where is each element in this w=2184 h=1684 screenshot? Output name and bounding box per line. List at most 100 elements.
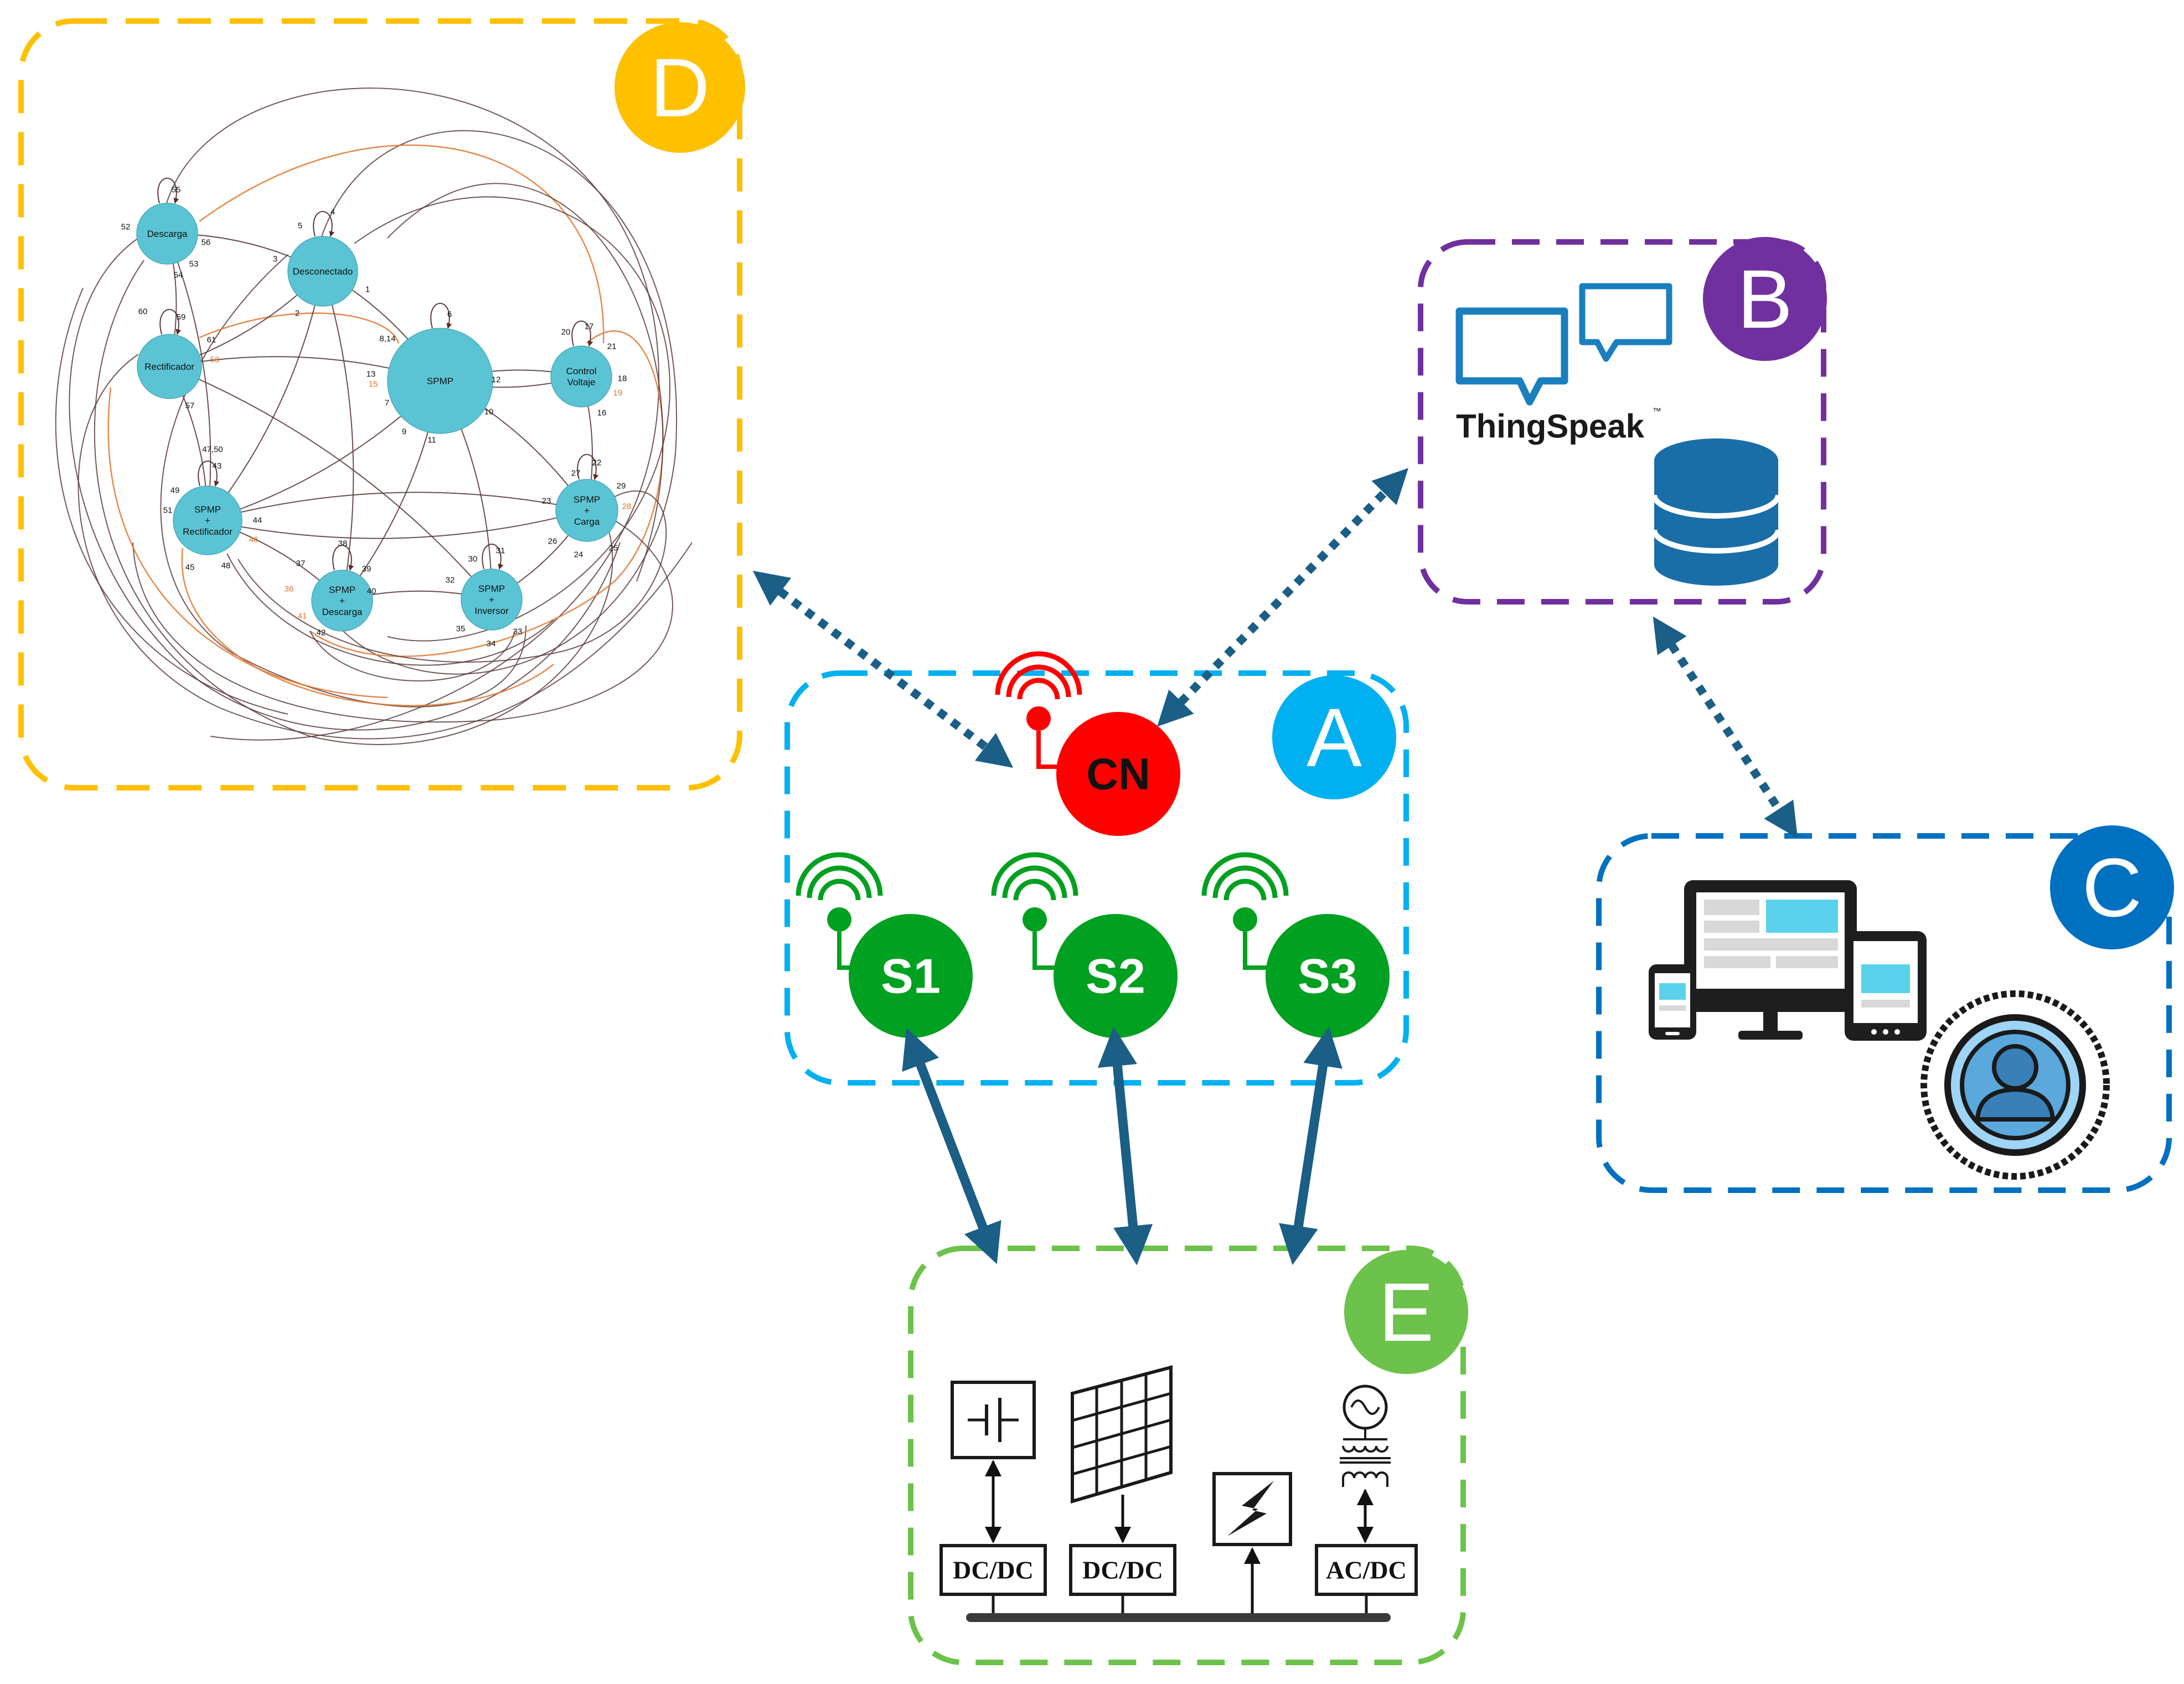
edge-number-label: 59 <box>177 313 186 322</box>
transformer-icon <box>1340 1428 1391 1487</box>
state-self-loop <box>430 303 452 329</box>
edge-number-label: 23 <box>542 497 551 506</box>
state-label: SPMP+Inversor <box>474 583 509 616</box>
edge-number-label: 30 <box>468 555 478 564</box>
edge-number-label: 11 <box>427 436 436 445</box>
panel-d-badge <box>615 22 745 153</box>
edge-number-label: 15 <box>369 380 378 389</box>
state-edge <box>78 354 693 740</box>
edge-number-label: 42 <box>317 628 326 638</box>
s1-node <box>849 914 973 1038</box>
panel-b-frame <box>1418 239 1826 605</box>
edge-number-label: 37 <box>296 559 306 569</box>
edge-number-label: 12 <box>492 375 501 385</box>
edge-number-label: 55 <box>172 185 181 195</box>
state-self-loop <box>577 454 599 480</box>
edge-number-label: 47,50 <box>202 445 223 454</box>
edge-number-label: 52 <box>121 223 131 232</box>
edge-number-label: 61 <box>207 335 216 345</box>
edge-number-label: 34 <box>487 639 496 649</box>
state-node <box>555 479 618 542</box>
edge-number-label: 33 <box>513 627 523 637</box>
state-self-loop <box>482 544 504 570</box>
link-d-cn <box>752 570 1014 768</box>
state-label: Rectificador <box>144 361 194 372</box>
edge-number-label: 60 <box>138 307 148 317</box>
thingspeak-trademark: ™ <box>1653 407 1661 416</box>
antenna-icon-s2 <box>991 852 1078 970</box>
antenna-icon <box>995 651 1082 769</box>
edge-number-label: 56 <box>202 238 211 247</box>
solar-panel-icon <box>1071 1365 1173 1504</box>
state-edge <box>167 233 211 521</box>
edge-number-label: 53 <box>189 260 199 269</box>
state-self-loop <box>571 321 593 347</box>
state-label: SPMP+Rectificador <box>183 504 233 537</box>
panel-e-badge <box>1344 1250 1468 1374</box>
s3-node-label: S3 <box>1298 949 1357 1004</box>
state-self-loop <box>159 309 182 335</box>
cn-node <box>1056 712 1180 836</box>
edge-number-label: 5 <box>298 221 302 231</box>
edge-number-label: 4 <box>331 208 335 217</box>
ac-source-icon <box>1343 1385 1388 1430</box>
state-node <box>461 569 523 631</box>
thingspeak-chat-icon <box>1455 307 1568 406</box>
converter-box-2 <box>1069 1544 1176 1596</box>
edge-number-label: 45 <box>185 563 195 572</box>
converter-box-1 <box>939 1544 1047 1596</box>
state-edge <box>94 260 613 745</box>
edge-number-label: 46 <box>249 535 259 545</box>
state-edge <box>166 87 660 741</box>
edge-number-label: 3 <box>273 255 277 264</box>
edge-number-label: 6 <box>447 310 452 319</box>
state-edge <box>309 631 515 681</box>
edge-number-label: 24 <box>574 550 584 560</box>
converter-label-1: DC/DC <box>953 1556 1034 1584</box>
panel-a-frame <box>784 670 1409 1086</box>
edge-number-label: 20 <box>561 328 571 337</box>
state-edge <box>107 387 388 699</box>
edge-number-label: 41 <box>298 612 307 621</box>
state-node <box>173 485 242 555</box>
edge-number-label: 43 <box>213 462 222 471</box>
phone-icon <box>1649 964 1696 1040</box>
monitor-icon <box>1684 880 1857 1040</box>
edge-number-label: 48 <box>221 561 231 571</box>
connections <box>752 468 1798 1265</box>
edge-number-label: 54 <box>174 271 183 280</box>
edge-number-label: 27 <box>571 469 581 478</box>
panel-d-frame <box>18 18 742 791</box>
state-edge <box>226 553 554 666</box>
panel-c-frame <box>1596 833 2172 1193</box>
lightning-icon <box>1212 1472 1292 1546</box>
state-self-loop <box>157 178 179 204</box>
state-edge <box>199 144 605 344</box>
edge-number-label: 10 <box>484 407 494 417</box>
panel-a-badge-label: A <box>1307 691 1362 784</box>
state-label: SPMP+Descarga <box>322 585 363 617</box>
state-edge <box>321 130 677 675</box>
link-s1-e <box>902 1027 1001 1264</box>
edge-number-label: 21 <box>607 342 617 352</box>
edge-number-label: 1 <box>365 285 370 295</box>
link-s2-e <box>1097 1026 1153 1265</box>
panel-e-frame <box>908 1246 1466 1665</box>
edge-number-label: 18 <box>618 374 627 384</box>
state-label: SPMP <box>427 376 453 386</box>
cn-node-label: CN <box>1086 750 1150 799</box>
link-s3-e <box>1279 1026 1343 1265</box>
s1-node-label: S1 <box>881 949 941 1004</box>
state-graph: DescargaDesconectadoRectificadorSPMPCont… <box>55 87 693 745</box>
edge-number-label: 51 <box>163 506 173 515</box>
state-edge <box>309 330 664 657</box>
edge-number-label: 16 <box>597 409 607 418</box>
panel-a: A CN S1 S2 <box>784 651 1409 1086</box>
edge-number-label: 49 <box>171 486 180 495</box>
edge-number-label: 40 <box>367 587 376 596</box>
s2-node-label: S2 <box>1086 949 1145 1004</box>
thingspeak-brand: ThingSpeak <box>1456 408 1645 445</box>
edge-number-label: 25 <box>609 544 618 553</box>
panel-b-badge <box>1703 237 1827 361</box>
